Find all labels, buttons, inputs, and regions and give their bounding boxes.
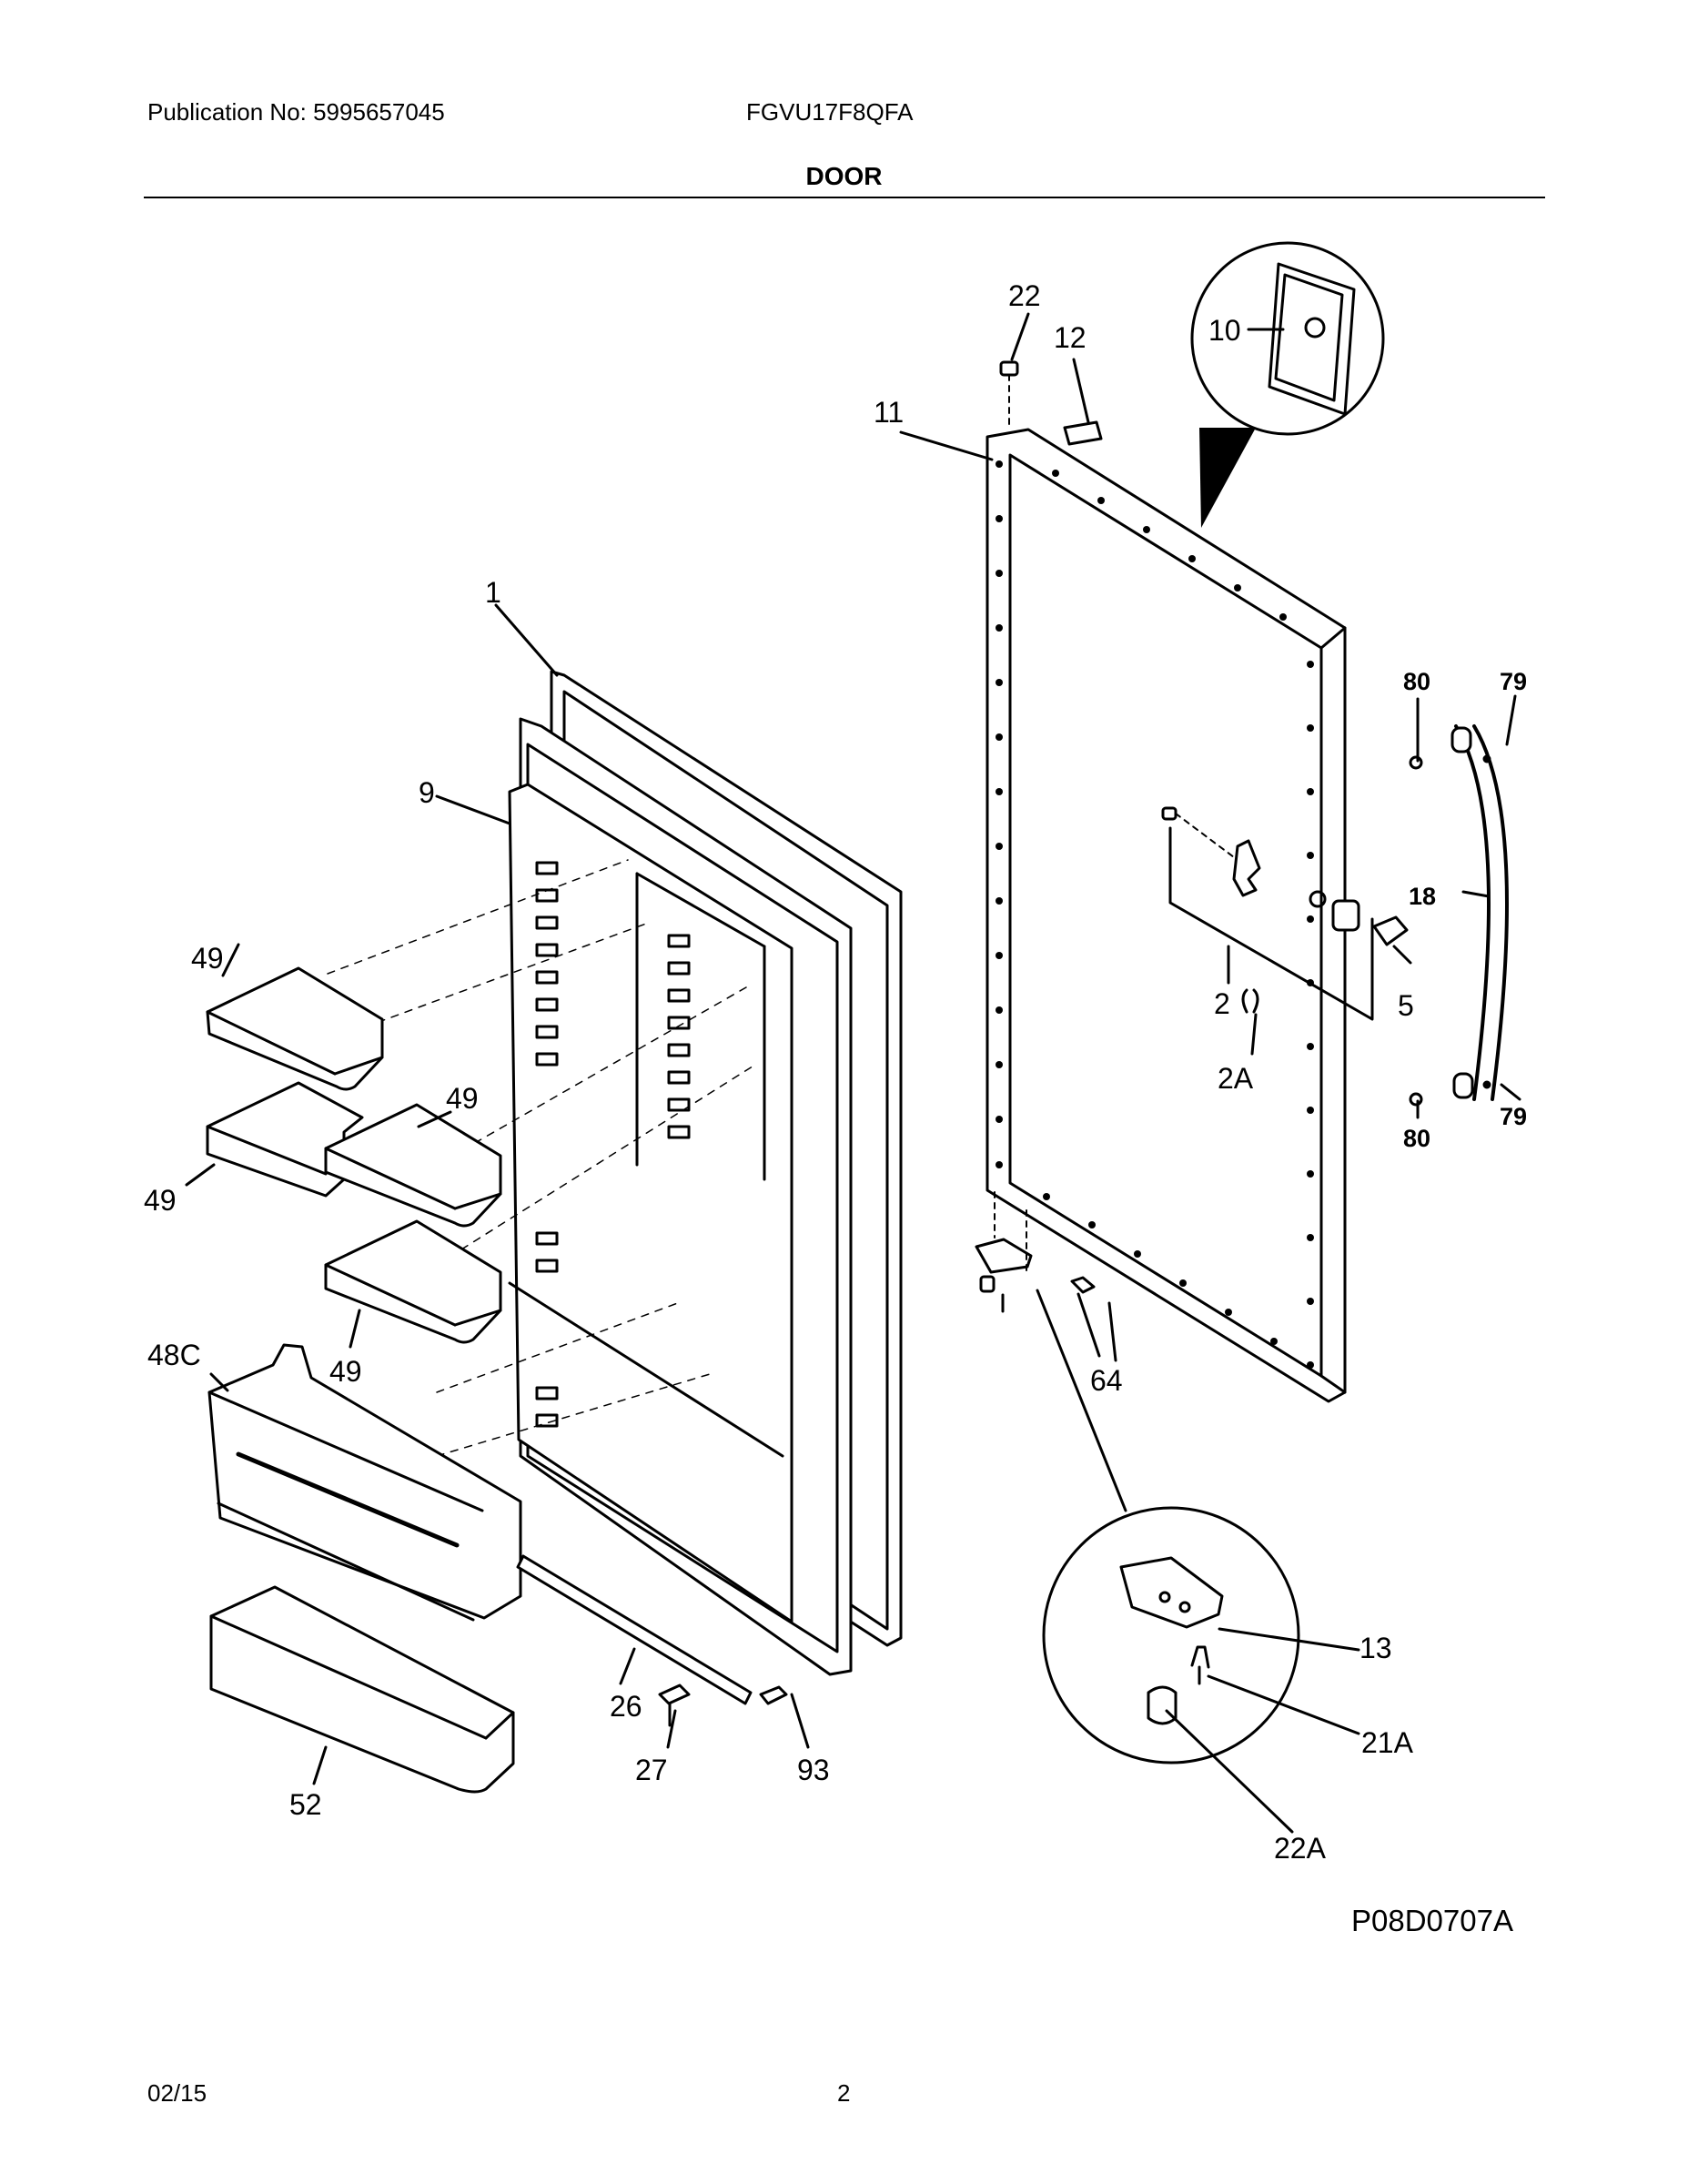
label-64: 64 bbox=[1090, 1364, 1123, 1397]
door-liner bbox=[508, 717, 853, 1676]
label-5: 5 bbox=[1398, 989, 1414, 1022]
label-2: 2 bbox=[1214, 987, 1230, 1020]
latch-assembly bbox=[1161, 806, 1409, 1021]
label-49-d: 49 bbox=[329, 1355, 362, 1388]
label-plate bbox=[1063, 420, 1103, 446]
bottom-hinge-parts bbox=[975, 1191, 1096, 1313]
door-bin-3 bbox=[324, 1103, 502, 1228]
door-bin-52 bbox=[209, 1585, 515, 1794]
bottom-trim bbox=[516, 1554, 788, 1727]
label-48c: 48C bbox=[147, 1339, 201, 1371]
page-number: 2 bbox=[837, 2079, 851, 2107]
door-bin-48c bbox=[207, 1343, 522, 1622]
label-1: 1 bbox=[485, 576, 501, 609]
model-number: FGVU17F8QFA bbox=[746, 98, 914, 126]
assembly-lines bbox=[327, 859, 756, 1457]
section-title: DOOR bbox=[805, 162, 883, 190]
label-2a: 2A bbox=[1218, 1062, 1254, 1095]
label-22a: 22A bbox=[1274, 1832, 1327, 1865]
publication-number: Publication No: 5995657045 bbox=[147, 98, 445, 126]
panel-holes bbox=[996, 460, 1314, 1369]
footer-date: 02/15 bbox=[147, 2079, 207, 2107]
part-labels: 1 9 11 22 12 10 2 2A 5 80 79 18 80 79 64… bbox=[144, 279, 1527, 1865]
label-27: 27 bbox=[635, 1754, 668, 1786]
door-handle bbox=[1409, 724, 1509, 1107]
drawing-code: P08D0707A bbox=[1351, 1904, 1513, 1937]
door-bin-2 bbox=[206, 1081, 364, 1198]
label-21a: 21A bbox=[1361, 1726, 1414, 1759]
label-13: 13 bbox=[1359, 1632, 1392, 1664]
label-49-c: 49 bbox=[446, 1082, 479, 1115]
label-22: 22 bbox=[1008, 279, 1041, 312]
label-79-top: 79 bbox=[1500, 668, 1527, 695]
label-93: 93 bbox=[797, 1754, 830, 1786]
label-11: 11 bbox=[874, 396, 904, 429]
header-rule bbox=[144, 197, 1545, 198]
outer-door-panel bbox=[986, 428, 1347, 1403]
screw-22 bbox=[999, 360, 1019, 429]
door-bin-1 bbox=[206, 966, 384, 1091]
label-10: 10 bbox=[1208, 314, 1241, 347]
detail-circle-top bbox=[1190, 241, 1385, 528]
detail-circle-bottom bbox=[1036, 1289, 1300, 1764]
leader-lines bbox=[185, 312, 1521, 1834]
label-80-bottom: 80 bbox=[1403, 1125, 1430, 1152]
liner-nubs bbox=[535, 861, 691, 1428]
label-49-a: 49 bbox=[191, 942, 224, 975]
label-80-top: 80 bbox=[1403, 668, 1430, 695]
label-9: 9 bbox=[419, 776, 435, 809]
label-49-b: 49 bbox=[144, 1184, 177, 1217]
label-18: 18 bbox=[1409, 883, 1436, 910]
label-12: 12 bbox=[1054, 321, 1087, 354]
door-bin-4 bbox=[324, 1219, 502, 1344]
label-52: 52 bbox=[289, 1788, 322, 1821]
label-26: 26 bbox=[610, 1690, 642, 1723]
label-79-bottom: 79 bbox=[1500, 1103, 1527, 1130]
